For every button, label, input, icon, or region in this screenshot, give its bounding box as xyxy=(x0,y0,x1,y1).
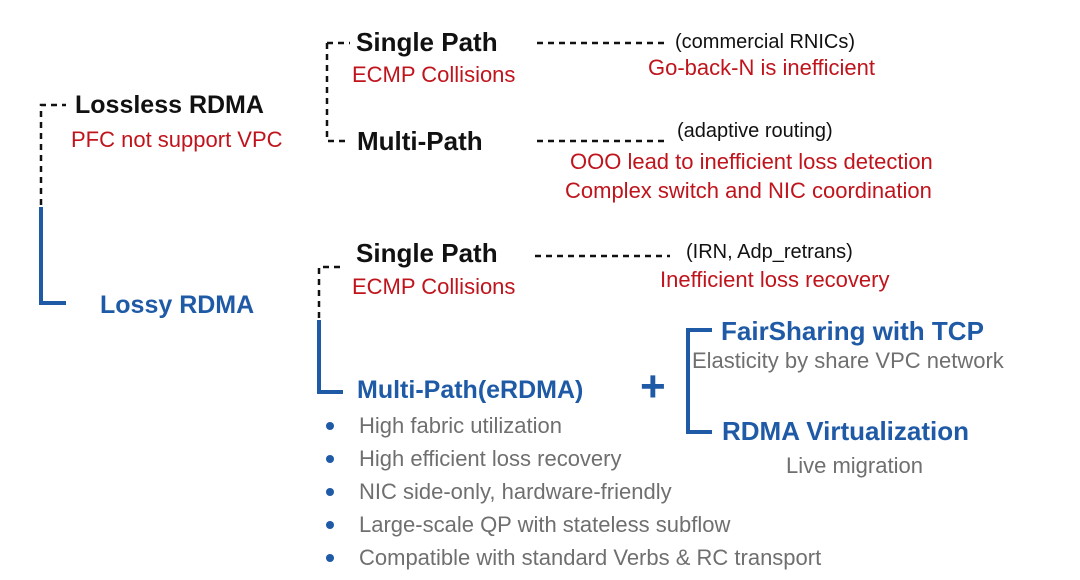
lossless-rdma-issue: PFC not support VPC xyxy=(71,127,283,152)
benefit-1: High fabric utilization xyxy=(359,413,562,438)
extras-bracket xyxy=(686,328,712,434)
erdma-multi-path-title: Multi-Path(eRDMA) xyxy=(357,376,584,404)
lossless-multi-path-title: Multi-Path xyxy=(357,126,483,156)
lossy-single-path-title: Single Path xyxy=(356,238,498,268)
fairsharing-desc: Elasticity by share VPC network xyxy=(692,348,1004,373)
lossless-single-path-issue: ECMP Collisions xyxy=(352,62,516,87)
lossless-single-path-note-issue: Go-back-N is inefficient xyxy=(648,55,876,80)
lossy-rdma-title: Lossy RDMA xyxy=(100,291,255,319)
lossless-rdma-title: Lossless RDMA xyxy=(75,91,264,119)
lossless-multi-path-issue-1: OOO lead to inefficient loss detection xyxy=(570,149,933,174)
lossy-bracket-dashed xyxy=(317,265,343,318)
lossless-bracket-dashed xyxy=(325,41,350,143)
lossless-multi-path-note: (adaptive routing) xyxy=(677,120,833,142)
lossy-single-path-note-issue: Inefficient loss recovery xyxy=(660,267,890,292)
bullet-5 xyxy=(326,554,334,562)
bullet-3 xyxy=(326,488,334,496)
bullet-2 xyxy=(326,455,334,463)
lossy-bracket-solid xyxy=(317,320,343,394)
lossy-single-path-note: (IRN, Adp_retrans) xyxy=(686,241,853,263)
rdma-virtualization-desc: Live migration xyxy=(786,453,923,478)
lossy-single-path-issue: ECMP Collisions xyxy=(352,274,516,299)
lossless-single-path-note: (commercial RNICs) xyxy=(675,31,855,53)
bullet-1 xyxy=(326,422,334,430)
benefit-3: NIC side-only, hardware-friendly xyxy=(359,479,672,504)
root-to-lossy-solid xyxy=(39,207,66,305)
benefit-2: High efficient loss recovery xyxy=(359,446,622,471)
lossless-single-path-title: Single Path xyxy=(356,27,498,57)
fairsharing-title: FairSharing with TCP xyxy=(721,316,984,346)
lossless-multi-path-issue-2: Complex switch and NIC coordination xyxy=(565,178,932,203)
rdma-virtualization-title: RDMA Virtualization xyxy=(722,416,970,446)
bullet-4 xyxy=(326,521,334,529)
benefit-4: Large-scale QP with stateless subflow xyxy=(359,512,731,537)
plus-sign: + xyxy=(640,362,666,411)
root-to-lossless-dashed xyxy=(39,103,66,205)
benefit-5: Compatible with standard Verbs & RC tran… xyxy=(359,545,822,570)
